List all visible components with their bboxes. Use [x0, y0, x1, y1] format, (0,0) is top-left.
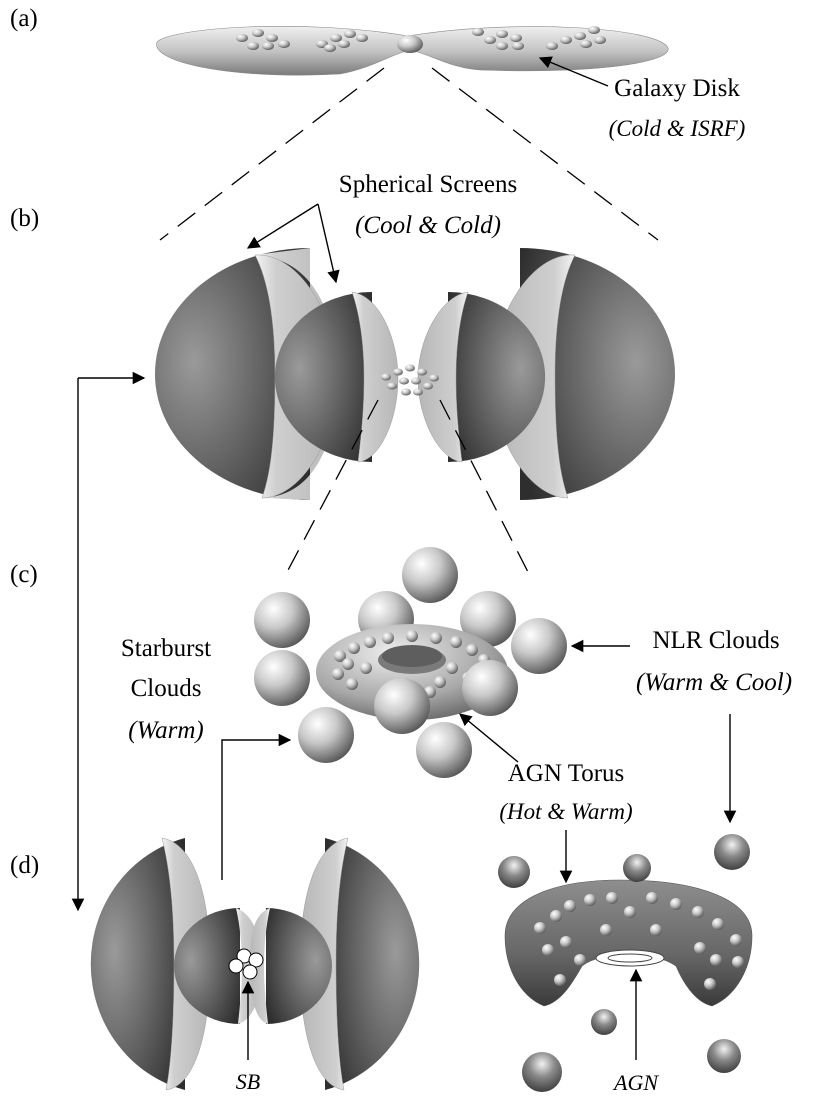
panel-label-b: (b) — [10, 205, 40, 232]
galaxy-disk-clouds — [236, 26, 606, 52]
nlr-clouds-front — [298, 618, 567, 778]
nlr-clouds-temperature: (Warm & Cool) — [635, 669, 793, 696]
starburst-label-line1: Starburst — [120, 635, 212, 662]
panel-label-a: (a) — [10, 5, 38, 32]
nlr-clouds-label: NLR Clouds — [652, 627, 780, 654]
model-c — [221, 547, 630, 880]
agn-label: AGN — [614, 1070, 658, 1095]
starburst-model-d — [90, 837, 420, 1091]
agn-nlr-clouds — [498, 834, 750, 1092]
galaxy-disk-label: Galaxy Disk — [614, 75, 740, 102]
panel-label-d: (d) — [10, 852, 40, 879]
agn-torus-temperature: (Hot & Warm) — [499, 799, 633, 824]
central-cluster-b — [381, 364, 439, 396]
spherical-screens-label: Spherical Screens — [338, 171, 518, 198]
screen-connector-arrow — [71, 371, 146, 912]
sb-label: SB — [235, 1069, 261, 1094]
sb-core — [228, 948, 264, 980]
spherical-screens — [155, 203, 675, 500]
starburst-label-line2: Clouds — [130, 675, 202, 702]
galaxy-disk-arrow — [538, 56, 609, 87]
panel-label-c: (c) — [10, 561, 38, 588]
spherical-screens-temperature: (Cool & Cold) — [355, 212, 501, 239]
agn-model-d — [498, 714, 753, 1092]
galaxy-disk-temperature: (Cold & ISRF) — [608, 116, 746, 141]
starburst-temperature: (Warm) — [128, 717, 204, 744]
galaxy-disk — [156, 26, 669, 87]
zoom-lines-a-b — [159, 67, 659, 241]
agn-torus-label: AGN Torus — [507, 760, 625, 787]
